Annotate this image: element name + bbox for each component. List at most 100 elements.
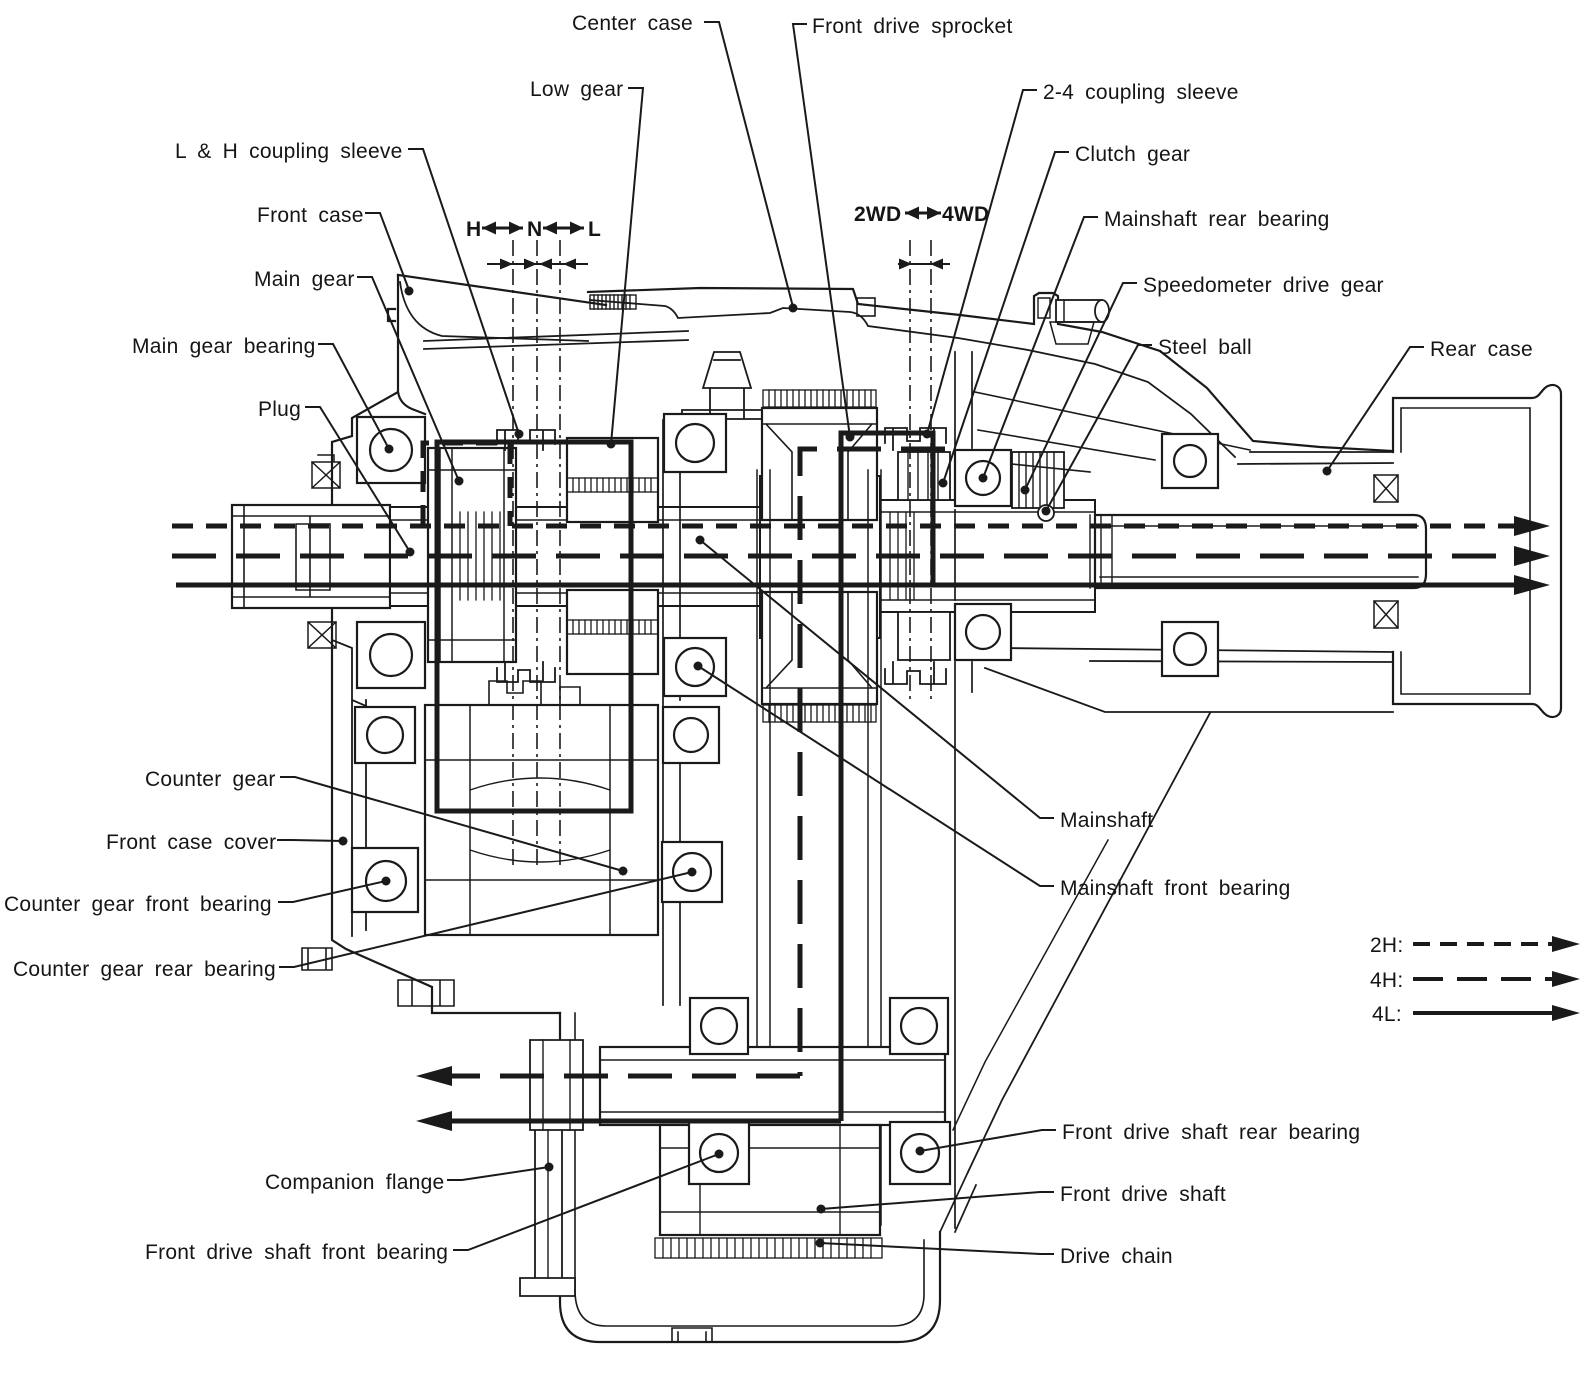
label-mainshaft-rear-bearing-dot bbox=[978, 473, 988, 483]
front-drive-sprocket-block-part bbox=[760, 590, 879, 706]
label-l-h-coupling-sleeve-text: L & H coupling sleeve bbox=[175, 140, 403, 163]
rear-case-body bbox=[952, 391, 1394, 1174]
front-drive-shaft-block-part-part bbox=[662, 1237, 872, 1259]
label-main-gear-bearing-text: Main gear bearing bbox=[132, 335, 316, 358]
label-speedometer-drive-gear-text: Speedometer drive gear bbox=[1143, 274, 1384, 297]
counter-gear-assembly bbox=[423, 680, 660, 937]
speedometer-pinion bbox=[1049, 299, 1110, 345]
label-front-drive-shaft-rear-bearing: Front drive shaft rear bearing bbox=[915, 1121, 1360, 1156]
label-drive-chain-dot bbox=[815, 1238, 825, 1248]
top-hatch-boss-part bbox=[589, 294, 637, 310]
flow-4l-mainshaft-arrowhead bbox=[1514, 575, 1550, 595]
rear-support-bearing-part bbox=[1172, 631, 1208, 667]
label-low-gear-dot bbox=[606, 439, 616, 449]
legend-2h-arrowhead bbox=[1552, 936, 1580, 952]
legend-4l-arrowhead bbox=[1552, 1005, 1580, 1021]
label-steel-ball: Steel ball bbox=[1041, 336, 1252, 516]
rear-support-bearing-part bbox=[1172, 443, 1208, 479]
label-coupling-sleeve-2-4-dot bbox=[922, 429, 932, 439]
output-shaft bbox=[1089, 513, 1428, 590]
label-clutch-gear-dot bbox=[938, 478, 948, 488]
shift-positions-callout-label-2: L bbox=[588, 218, 601, 241]
label-counter-gear: Counter gear bbox=[145, 768, 628, 876]
label-companion-flange-dot bbox=[544, 1162, 554, 1172]
label-counter-gear-dot bbox=[618, 866, 628, 876]
label-mainshaft-front-bearing-leader bbox=[697, 665, 1054, 887]
label-mainshaft-front-bearing-dot bbox=[693, 661, 703, 671]
front-drive-sprocket-block-part-part bbox=[768, 389, 872, 408]
low-gear-block-part-part bbox=[566, 619, 659, 635]
drive-positions-callout-label-1: 4WD bbox=[942, 203, 989, 226]
flow-2h-mainshaft-arrowhead bbox=[1514, 516, 1550, 536]
flow-2h-coupling-loop bbox=[420, 440, 513, 526]
legend-4l: 4L: bbox=[1372, 1003, 1580, 1026]
shift-positions-callout-dim-arrow bbox=[500, 258, 513, 270]
low-gear-block bbox=[565, 436, 660, 676]
label-front-drive-shaft-leader bbox=[820, 1191, 1054, 1210]
label-l-h-coupling-sleeve-dot bbox=[514, 429, 524, 439]
flow-4h-chain-branch bbox=[797, 446, 945, 1076]
chain-housing bbox=[558, 1011, 978, 1344]
drive-positions-callout-double-arrow-left bbox=[905, 206, 919, 220]
coupling-2-4-teeth-part bbox=[897, 611, 951, 661]
rear-case-body-part bbox=[983, 666, 1394, 713]
front-drive-shaft-bearing-symbols bbox=[687, 996, 952, 1186]
drive-positions-callout-label-0: 2WD bbox=[854, 203, 901, 226]
chain-housing-part bbox=[558, 1011, 942, 1344]
coupling-2-4-teeth-part bbox=[897, 451, 951, 501]
label-main-gear: Main gear bbox=[254, 268, 464, 486]
rear-bell-housing-part bbox=[1391, 383, 1563, 719]
label-plug: Plug bbox=[258, 398, 415, 557]
label-mainshaft-text: Mainshaft bbox=[1060, 809, 1153, 832]
label-front-drive-sprocket-dot bbox=[845, 432, 855, 442]
label-plug-dot bbox=[405, 547, 415, 557]
label-counter-gear-front-bearing: Counter gear front bearing bbox=[4, 876, 391, 916]
label-mainshaft-rear-bearing-leader bbox=[982, 216, 1098, 479]
coupling-2-4-teeth-part bbox=[884, 661, 947, 685]
speedometer-gear-worm-part bbox=[1018, 451, 1055, 509]
legend-2h: 2H: bbox=[1370, 934, 1580, 957]
drive-positions-callout-double-arrow-right bbox=[927, 206, 941, 220]
legend-2h-label: 2H: bbox=[1370, 934, 1403, 957]
flow-4h-front-output-arrowhead bbox=[416, 1066, 452, 1086]
label-plug-text: Plug bbox=[258, 398, 301, 421]
label-front-drive-sprocket: Front drive sprocket bbox=[791, 15, 1012, 442]
shift-positions-callout-dim-arrow bbox=[539, 258, 552, 270]
rear-case-body-part bbox=[1237, 451, 1394, 465]
label-mainshaft-rear-bearing: Mainshaft rear bearing bbox=[978, 208, 1330, 483]
front-drive-sprocket-block-part bbox=[760, 406, 879, 522]
shift-positions-callout-dim-arrow bbox=[524, 258, 537, 270]
label-counter-gear-front-bearing-text: Counter gear front bearing bbox=[4, 893, 272, 916]
label-front-drive-sprocket-leader bbox=[791, 23, 851, 438]
label-center-case: Center case bbox=[572, 12, 798, 313]
front-drive-sprocket-block-part-part bbox=[762, 704, 877, 723]
power-flow-lines bbox=[172, 430, 1550, 1131]
front-case-top-outline bbox=[396, 273, 608, 307]
label-front-case-cover-leader bbox=[277, 839, 344, 842]
label-main-gear-dot bbox=[454, 476, 464, 486]
label-steel-ball-leader bbox=[1045, 344, 1152, 512]
label-front-case: Front case bbox=[257, 204, 414, 296]
rear-support-bearing bbox=[1160, 432, 1220, 678]
front-drive-sprocket-block-part-part bbox=[762, 389, 877, 408]
label-plug-leader bbox=[305, 406, 411, 553]
drive-chain-runs bbox=[756, 469, 882, 1226]
output-shaft-part bbox=[1093, 513, 1428, 590]
label-front-case-dot bbox=[404, 286, 414, 296]
label-l-h-coupling-sleeve-leader bbox=[408, 148, 520, 435]
label-low-gear-text: Low gear bbox=[530, 78, 623, 101]
drive-positions-callout-dim-arrow bbox=[930, 258, 943, 270]
label-counter-gear-leader bbox=[280, 776, 624, 872]
legend-4h-label: 4H: bbox=[1370, 969, 1403, 992]
mainshaft-rear-bearing-symbols-part bbox=[964, 613, 1002, 651]
label-mainshaft-leader bbox=[699, 539, 1054, 819]
label-front-drive-shaft-dot bbox=[816, 1204, 826, 1214]
label-clutch-gear: Clutch gear bbox=[938, 143, 1190, 488]
mainshaft-rear-bearing-symbols-part bbox=[953, 448, 1013, 508]
label-steel-ball-text: Steel ball bbox=[1158, 336, 1252, 359]
flow-4l-low-gear-loop bbox=[434, 439, 634, 814]
front-drive-sprocket-block-part bbox=[761, 422, 878, 690]
label-mainshaft-rear-bearing-text: Mainshaft rear bearing bbox=[1104, 208, 1330, 231]
